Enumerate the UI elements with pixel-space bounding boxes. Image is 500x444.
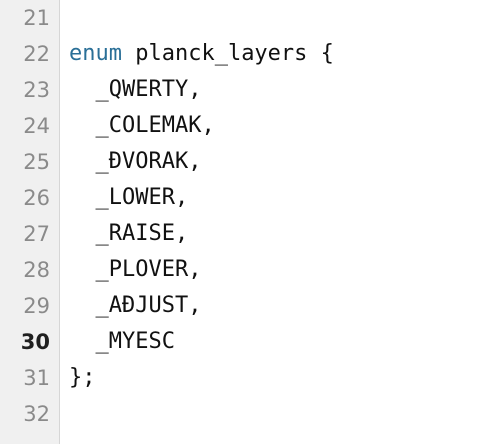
code-line[interactable]: 26 _LOWER, [0,180,500,216]
code-text: _LOWER, [95,185,189,210]
code-line[interactable]: 21 [0,0,500,36]
code-text: _COLEMAK, [95,113,215,138]
line-code[interactable]: _QWERTY, [69,72,202,108]
line-indent [69,293,96,318]
line-number-current: 30 [20,330,50,354]
line-code[interactable]: enum planck_layers { [69,36,334,72]
line-number: 21 [23,6,50,30]
code-text: }; [69,365,96,390]
code-text: _QWERTY, [95,77,202,102]
code-line[interactable]: 29 _AÐJUST, [0,288,500,324]
code-line[interactable]: 23 _QWERTY, [0,72,500,108]
code-line-current[interactable]: 30 _MYESC [0,324,500,360]
line-code[interactable]: _COLEMAK, [69,108,215,144]
code-line[interactable]: 22 enum planck_layers { [0,36,500,72]
line-code[interactable]: _MYESC [69,324,175,360]
line-code[interactable]: _ÐVORAK, [69,144,202,180]
keyword-token: enum [69,41,122,66]
line-indent [69,257,96,282]
line-indent [69,149,96,174]
line-number: 26 [23,186,50,210]
code-text: _RAISE, [95,221,189,246]
line-indent [69,185,96,210]
line-code[interactable]: }; [69,360,96,396]
line-code[interactable]: _RAISE, [69,216,189,252]
code-text: _ÐVORAK, [95,149,202,174]
line-number: 25 [23,150,50,174]
line-number: 31 [23,366,50,390]
line-number: 32 [23,402,50,426]
line-code[interactable]: _LOWER, [69,180,189,216]
line-number: 28 [23,258,50,282]
code-text: _MYESC [95,329,175,354]
code-text: _PLOVER, [95,257,202,282]
code-line[interactable]: 32 [0,396,500,432]
line-number: 29 [23,294,50,318]
code-line[interactable]: 28 _PLOVER, [0,252,500,288]
line-number: 23 [23,78,50,102]
line-indent [69,221,96,246]
line-indent [69,77,96,102]
code-line[interactable]: 24 _COLEMAK, [0,108,500,144]
code-line[interactable]: 27 _RAISE, [0,216,500,252]
line-indent [69,329,96,354]
code-line[interactable]: 31 }; [0,360,500,396]
code-text: planck_layers { [121,41,334,66]
line-code[interactable]: _AÐJUST, [69,288,202,324]
code-line[interactable]: 25 _ÐVORAK, [0,144,500,180]
line-number-gutter [0,0,60,444]
line-indent [69,113,96,138]
line-code[interactable]: _PLOVER, [69,252,202,288]
line-number: 24 [23,114,50,138]
line-number: 27 [23,222,50,246]
line-number: 22 [23,42,50,66]
code-text: _AÐJUST, [95,293,202,318]
